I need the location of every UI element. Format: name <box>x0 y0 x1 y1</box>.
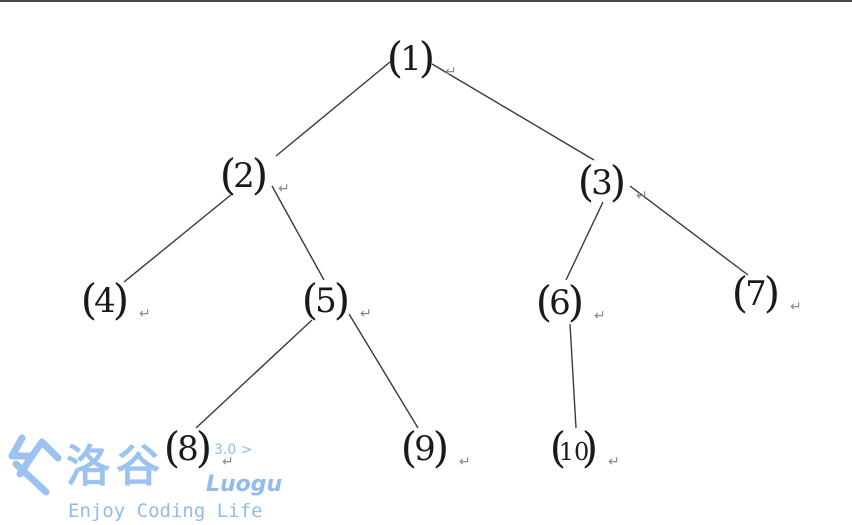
tree-node-7: (7) ↵ <box>732 268 802 317</box>
tree-node-1: (1) ↵ <box>387 33 457 82</box>
edge-6-10 <box>569 323 577 429</box>
tree-node-3: (3) ↵ <box>578 157 648 206</box>
node-label: 8 <box>177 429 199 469</box>
node-left-paren: ( <box>164 423 180 472</box>
return-mark-icon: ↵ <box>222 454 234 470</box>
node-label: 5 <box>315 281 337 321</box>
tree-node-5: (5) ↵ <box>302 275 372 324</box>
watermark-brand: Luogu <box>206 472 283 497</box>
top-border <box>0 0 852 2</box>
tree-node-10: (10) ↵ <box>550 423 620 472</box>
node-label: 9 <box>414 429 436 469</box>
edge-3-6 <box>565 201 604 281</box>
tree-edges <box>123 61 749 429</box>
tree-node-9: (9) ↵ <box>401 423 471 472</box>
node-right-paren: ) <box>196 423 212 472</box>
node-label: 4 <box>94 281 116 321</box>
tree-node-4: (4) ↵ <box>81 275 151 324</box>
edge-1-2 <box>275 61 391 157</box>
node-label: 3 <box>591 163 613 203</box>
luogu-watermark: 洛谷 3.0 > Luogu Enjoy Coding Life <box>0 428 300 525</box>
node-left-paren: ( <box>81 275 97 324</box>
node-label: 7 <box>745 274 767 314</box>
return-mark-icon: ↵ <box>594 308 606 324</box>
node-label: 6 <box>549 283 571 323</box>
return-mark-icon: ↵ <box>636 188 648 204</box>
return-mark-icon: ↵ <box>459 454 471 470</box>
luogu-logo-icon <box>8 434 62 496</box>
node-left-paren: ( <box>387 33 403 82</box>
node-left-paren: ( <box>401 423 417 472</box>
edge-5-9 <box>348 313 419 429</box>
node-left-paren: ( <box>536 277 552 326</box>
return-mark-icon: ↵ <box>790 299 802 315</box>
watermark-title: 洛谷 <box>66 441 166 492</box>
node-left-paren: ( <box>578 157 594 206</box>
node-left-paren: ( <box>302 275 318 324</box>
edge-1-3 <box>431 63 595 161</box>
node-left-paren: ( <box>732 268 748 317</box>
node-label: 10 <box>559 438 590 466</box>
node-right-paren: ) <box>610 157 626 206</box>
node-right-paren: ) <box>334 275 350 324</box>
tree-nodes: (1)↵(2)↵(3)↵(4)↵(5)↵(6)↵(7)↵(8)↵(9)↵(10)… <box>81 33 802 472</box>
node-right-paren: ) <box>433 423 449 472</box>
tree-node-8: (8) ↵ <box>164 423 234 472</box>
node-right-paren: ) <box>113 275 129 324</box>
node-left-paren: ( <box>550 423 566 472</box>
tree-node-2: (2) ↵ <box>220 150 290 199</box>
edge-5-8 <box>195 319 313 429</box>
edge-2-4 <box>123 193 233 283</box>
node-right-paren: ) <box>582 423 598 472</box>
node-right-paren: ) <box>252 150 268 199</box>
watermark-slogan: Enjoy Coding Life <box>68 500 263 522</box>
node-left-paren: ( <box>220 150 236 199</box>
return-mark-icon: ↵ <box>278 181 290 197</box>
node-right-paren: ) <box>764 268 780 317</box>
node-label: 1 <box>400 39 422 79</box>
watermark-version: 3.0 > <box>214 442 253 458</box>
node-right-paren: ) <box>419 33 435 82</box>
edge-2-5 <box>271 185 325 281</box>
tree-node-6: (6) ↵ <box>536 277 606 326</box>
return-mark-icon: ↵ <box>139 306 151 322</box>
node-right-paren: ) <box>568 277 584 326</box>
return-mark-icon: ↵ <box>360 306 372 322</box>
return-mark-icon: ↵ <box>608 454 620 470</box>
node-label: 2 <box>233 156 255 196</box>
return-mark-icon: ↵ <box>445 64 457 80</box>
edge-3-7 <box>629 185 749 276</box>
